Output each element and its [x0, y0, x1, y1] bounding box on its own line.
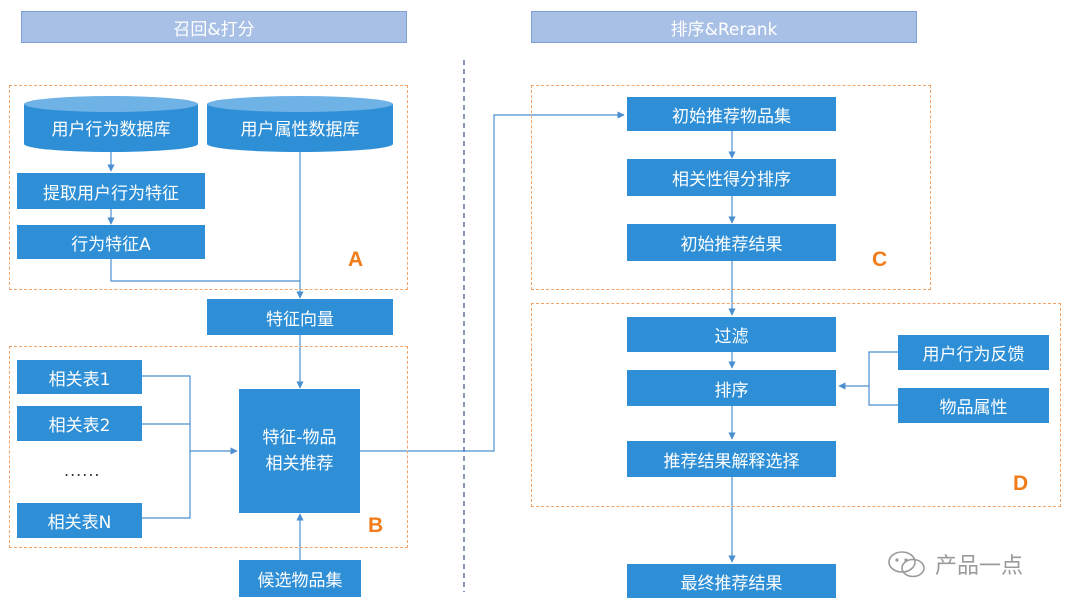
user-behavior-database: 用户行为数据库 [24, 96, 198, 152]
user-behavior-database-label: 用户行为数据库 [51, 120, 171, 140]
group-c [531, 85, 931, 290]
header-recall-scoring: 召回&打分 [21, 11, 407, 43]
feature-item-recommend-box: 特征-物品 相关推荐 [239, 389, 360, 513]
item-attribute-box: 物品属性 [898, 388, 1049, 423]
group-a [9, 85, 408, 290]
wechat-icon [888, 551, 925, 578]
watermark: 产品一点 [887, 548, 1023, 580]
user-attribute-database-label: 用户属性数据库 [240, 120, 360, 140]
initial-recommend-set-box: 初始推荐物品集 [627, 97, 836, 131]
user-behavior-feedback-box: 用户行为反馈 [898, 335, 1049, 370]
related-tables-ellipsis: ...... [64, 461, 101, 480]
group-label-c: C [872, 248, 888, 271]
behavior-feature-a-box: 行为特征A [17, 225, 205, 259]
related-table-1-box: 相关表1 [17, 360, 142, 394]
rank-box: 排序 [627, 370, 836, 406]
extract-behavior-features-box: 提取用户行为特征 [17, 173, 205, 209]
group-d [531, 303, 1061, 507]
group-label-b: B [368, 514, 384, 537]
feature-item-line2: 相关推荐 [265, 454, 334, 474]
database-cylinder-icon [24, 96, 198, 152]
group-label-d: D [1013, 472, 1029, 495]
feature-vector-box: 特征向量 [207, 299, 393, 335]
candidate-items-box: 候选物品集 [239, 560, 361, 597]
header-ranking-rerank: 排序&Rerank [531, 11, 917, 43]
group-label-a: A [348, 248, 364, 271]
relevance-score-rank-box: 相关性得分排序 [627, 159, 836, 196]
related-table-n-box: 相关表N [17, 503, 142, 538]
feature-item-line1: 特征-物品 [262, 428, 337, 448]
watermark-text: 产品一点 [935, 554, 1024, 579]
related-table-2-box: 相关表2 [17, 406, 142, 441]
explain-select-box: 推荐结果解释选择 [627, 441, 836, 477]
final-recommend-result-box: 最终推荐结果 [627, 564, 836, 598]
filter-box: 过滤 [627, 317, 836, 352]
database-cylinder-icon [207, 96, 393, 152]
initial-recommend-result-box: 初始推荐结果 [627, 224, 836, 261]
user-attribute-database: 用户属性数据库 [207, 96, 393, 152]
group-b [9, 346, 408, 548]
